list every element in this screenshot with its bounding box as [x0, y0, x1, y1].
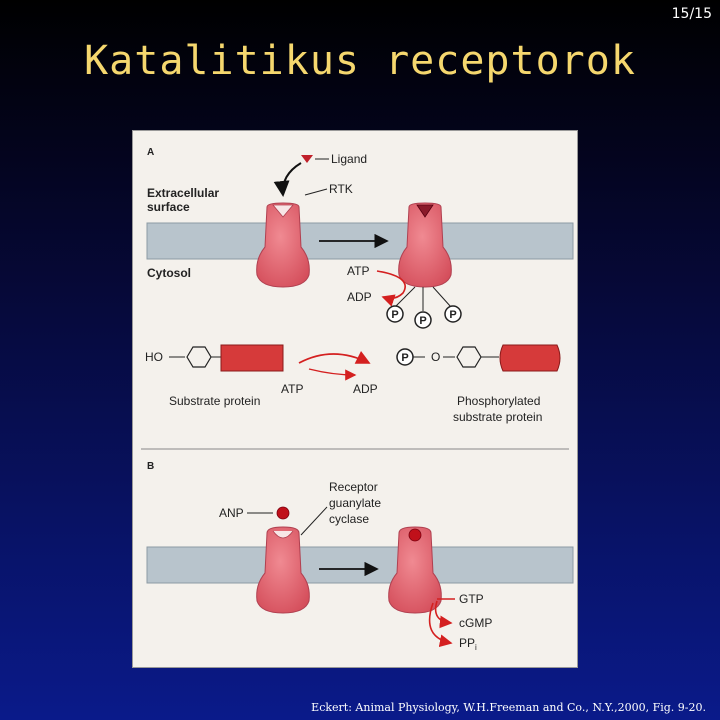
- guanylate-cyclase-bound: [388, 526, 442, 614]
- gtp-to-ppi-arrow: [428, 602, 453, 648]
- substrate-atp-adp-arrow: [308, 368, 357, 381]
- ppi-sub: i: [475, 643, 477, 652]
- phosphate-icon-2: P: [414, 311, 432, 329]
- cgmp-label: cGMP: [459, 616, 492, 630]
- phosphate-2-symbol: P: [419, 315, 426, 327]
- anp-label: ANP: [219, 506, 244, 520]
- phosphate-icon-substrate: P: [396, 348, 414, 366]
- substrate-reaction-arrow: [298, 350, 371, 364]
- anp-icon: [276, 506, 290, 520]
- phosphorylated-label-line2: substrate protein: [453, 410, 542, 424]
- phosphate-substrate-symbol: P: [401, 352, 408, 364]
- receptor-gc-label-1: Receptor: [329, 480, 378, 494]
- phosphate-3-symbol: P: [449, 309, 456, 321]
- substrate-protein-label: Substrate protein: [169, 394, 260, 408]
- phenol-ring-icon-2: [456, 346, 482, 368]
- phosphorylated-label: Phosphorylated: [457, 394, 540, 408]
- phosphate-1-symbol: P: [391, 309, 398, 321]
- ligand-triangle-icon: [301, 155, 313, 163]
- rtk-binding-site-empty: [272, 204, 294, 218]
- atp-label: ATP: [347, 264, 369, 278]
- ppi-main: PP: [459, 636, 475, 650]
- receptor-gc-label-3: cyclase: [329, 512, 369, 526]
- receptor-gc-pointer: [300, 506, 328, 536]
- phosphate-icon-1: P: [386, 305, 404, 323]
- citation: Eckert: Animal Physiology, W.H.Freeman a…: [311, 701, 706, 714]
- panel-b-letter: B: [147, 461, 154, 472]
- extracellular-label: Extracellular: [147, 186, 219, 200]
- ho-label: HO: [145, 350, 163, 364]
- receptor-figure: A Extracellular surface Cytosol Ligand R…: [132, 130, 578, 668]
- gtp-to-cgmp-arrow: [434, 600, 453, 629]
- rtk-pointer: [304, 188, 328, 196]
- substrate-atp-label: ATP: [281, 382, 303, 396]
- ppi-label: PPi: [459, 636, 477, 652]
- slide-title: Katalitikus receptorok: [84, 38, 636, 84]
- oxygen-label: O: [431, 350, 440, 364]
- gtp-label: GTP: [459, 592, 484, 606]
- surface-label: surface: [147, 200, 190, 214]
- phosphate-stem-1: [394, 286, 416, 308]
- receptor-gc-label-2: guanylate: [329, 496, 381, 510]
- ligand-binding-arrow: [273, 162, 302, 197]
- cytosol-label: Cytosol: [147, 266, 191, 280]
- slide-page-number: 15/15: [671, 6, 712, 22]
- atp-to-adp-arrow: [376, 270, 406, 307]
- phosphate-icon-3: P: [444, 305, 462, 323]
- rtk-label: RTK: [329, 182, 353, 196]
- ligand-label: Ligand: [331, 152, 367, 166]
- phenol-ring-icon-1: [186, 346, 212, 368]
- rtk-receptor-bound: [398, 202, 452, 288]
- rtk-receptor-unbound: [256, 202, 310, 288]
- substrate-protein-block: [220, 344, 284, 372]
- panel-a-letter: A: [147, 147, 154, 158]
- phosphorylated-protein-block: [499, 344, 561, 372]
- phosphate-stem-3: [432, 286, 452, 308]
- gc-binding-site-empty: [272, 530, 294, 539]
- rtk-binding-site-ligand: [416, 204, 434, 218]
- guanylate-cyclase-unbound: [256, 526, 310, 614]
- anp-bound-icon: [408, 528, 422, 542]
- adp-label: ADP: [347, 290, 372, 304]
- membrane-b: [146, 546, 574, 584]
- substrate-adp-label: ADP: [353, 382, 378, 396]
